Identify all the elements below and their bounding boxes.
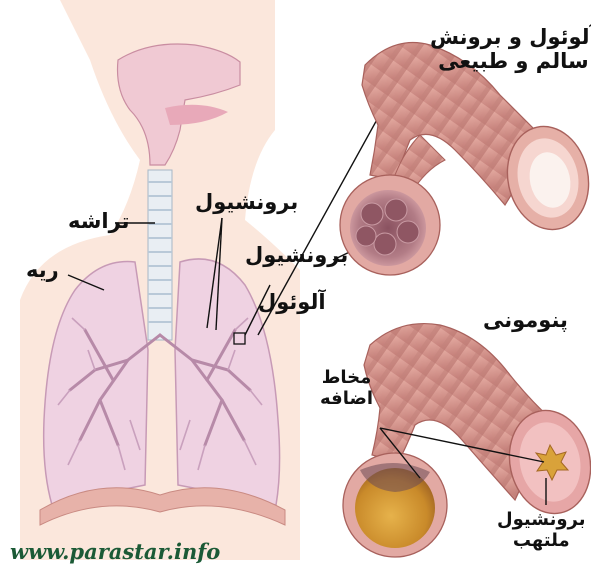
label-healthy-title-line2: سالم و طبیعی (430, 49, 591, 73)
label-extra-mucus-line1: مخاط (320, 368, 373, 389)
label-pneumonia: پنومونی (483, 308, 568, 332)
healthy-alveolus (340, 175, 440, 275)
pneumonia-alveolus (343, 453, 447, 557)
watermark: www.parastar.info (10, 539, 220, 564)
label-inflamed-bronchiole-line1: برونشیول (497, 510, 585, 531)
label-extra-mucus-line2: اضافه (320, 389, 373, 410)
label-inflamed-bronchiole: برونشیول ملتهب (497, 510, 585, 551)
label-healthy-title: آلوئول و برونش سالم و طبیعی (430, 25, 591, 73)
label-trachea: تراشه (68, 209, 130, 233)
label-bronchiole-mid: برونشیول (245, 243, 348, 267)
label-alveolus: آلوئول (258, 290, 326, 314)
label-inflamed-bronchiole-line2: ملتهب (497, 531, 585, 552)
label-healthy-title-line1: آلوئول و برونش (430, 25, 591, 49)
label-bronchiole-top: برونشیول (195, 190, 298, 214)
label-lung: ریه (26, 258, 59, 282)
label-extra-mucus: مخاط اضافه (320, 368, 373, 409)
trachea-tube (148, 170, 172, 340)
